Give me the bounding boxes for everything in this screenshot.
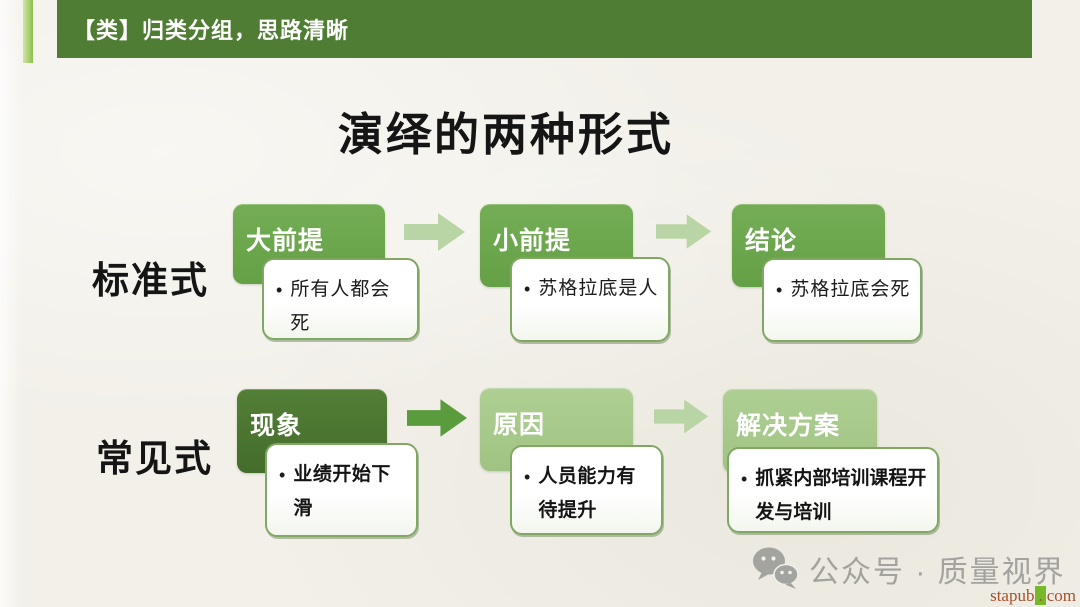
wechat-icon — [753, 547, 799, 589]
page-edge-fade — [0, 0, 22, 607]
arrow-right-icon — [656, 214, 712, 249]
step-card-text: 人员能力有待提升 — [538, 466, 636, 521]
step-box-title: 大前提 — [246, 227, 325, 255]
row-label-standard: 标准式 — [92, 260, 209, 301]
step-card-major-premise: • 所有人都会死 — [262, 258, 419, 340]
bullet-marker: • — [276, 280, 283, 300]
step-card-text: 业绩开始下滑 — [293, 464, 391, 519]
step-box-title: 现象 — [250, 412, 303, 440]
row-label-common: 常见式 — [96, 438, 213, 479]
step-card-solution: • 抓紧内部培训课程开发与培训 — [727, 447, 939, 533]
step-card-minor-premise: • 苏格拉底是人 — [510, 257, 670, 342]
step-box-title: 小前提 — [493, 227, 572, 255]
step-box-title: 原因 — [493, 411, 546, 439]
step-card-conclusion: • 苏格拉底会死 — [762, 258, 922, 342]
watermark-text: 公众号 · 质量视界 — [809, 555, 1066, 589]
site-text-post: com — [1046, 586, 1076, 605]
arrow-right-icon — [407, 399, 468, 437]
site-watermark: stapub.com — [990, 586, 1076, 606]
bullet-marker: • — [741, 469, 748, 489]
watermark: 公众号 · 质量视界 — [752, 546, 1066, 591]
arrow-right-icon — [654, 399, 709, 434]
step-box-title: 解决方案 — [736, 412, 841, 440]
arrow-right-icon — [404, 213, 465, 251]
header-bar: 【类】归类分组，思路清晰 — [57, 0, 1032, 58]
step-card-text: 苏格拉底是人 — [538, 278, 659, 299]
step-box-title: 结论 — [745, 227, 798, 255]
step-card-text: 所有人都会死 — [290, 279, 391, 334]
accent-stripe — [23, 0, 33, 63]
step-card-text: 抓紧内部培训课程开发与培训 — [755, 468, 927, 523]
bullet-marker: • — [524, 467, 531, 487]
step-card-phenomenon: • 业绩开始下滑 — [265, 443, 418, 537]
bullet-marker: • — [524, 279, 531, 299]
slide-title: 演绎的两种形式 — [337, 109, 674, 160]
header-bar-label: 【类】归类分组，思路清晰 — [73, 18, 350, 43]
site-dot-highlight: . — [1035, 586, 1046, 605]
step-card-cause: • 人员能力有待提升 — [510, 445, 663, 535]
site-text-pre: stapub — [990, 586, 1035, 605]
bullet-marker: • — [279, 465, 286, 485]
bullet-marker: • — [776, 280, 783, 300]
step-card-text: 苏格拉底会死 — [790, 279, 911, 300]
